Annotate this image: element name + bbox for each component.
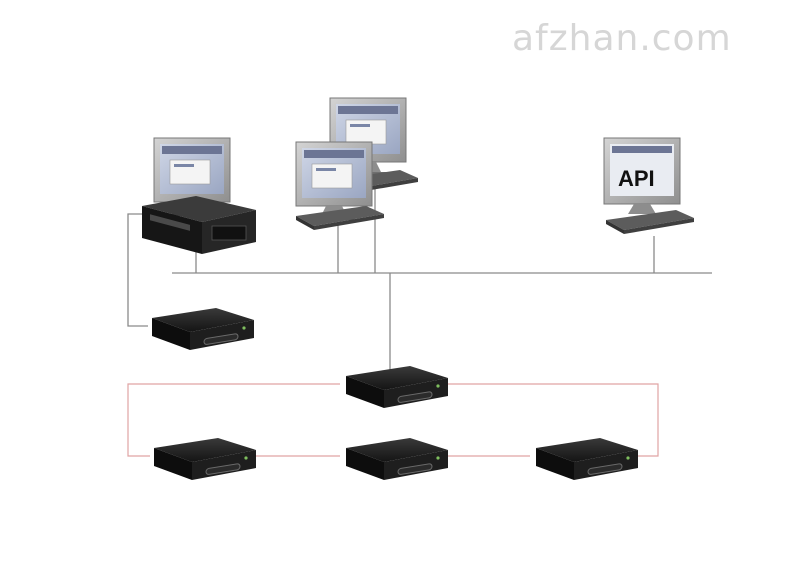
- ring-right: [446, 383, 659, 457]
- nvr-bottom-center: [345, 437, 449, 481]
- network-links: [127, 186, 712, 370]
- workstation-front: [295, 141, 384, 230]
- watermark-text: afzhan.com: [512, 18, 732, 59]
- nvr-bottom-left: [153, 437, 257, 481]
- tower-to-nvr-left: [127, 213, 148, 327]
- ring-links: [127, 383, 659, 457]
- nvr-left: [151, 307, 255, 351]
- workstation-tower: [142, 137, 256, 254]
- nvr-center: [345, 365, 449, 409]
- tower-case: [142, 196, 256, 254]
- api-workstation: API: [603, 137, 694, 234]
- ring-left: [127, 383, 340, 457]
- nvr-bottom-right: [535, 437, 639, 481]
- api-label: API: [618, 166, 655, 191]
